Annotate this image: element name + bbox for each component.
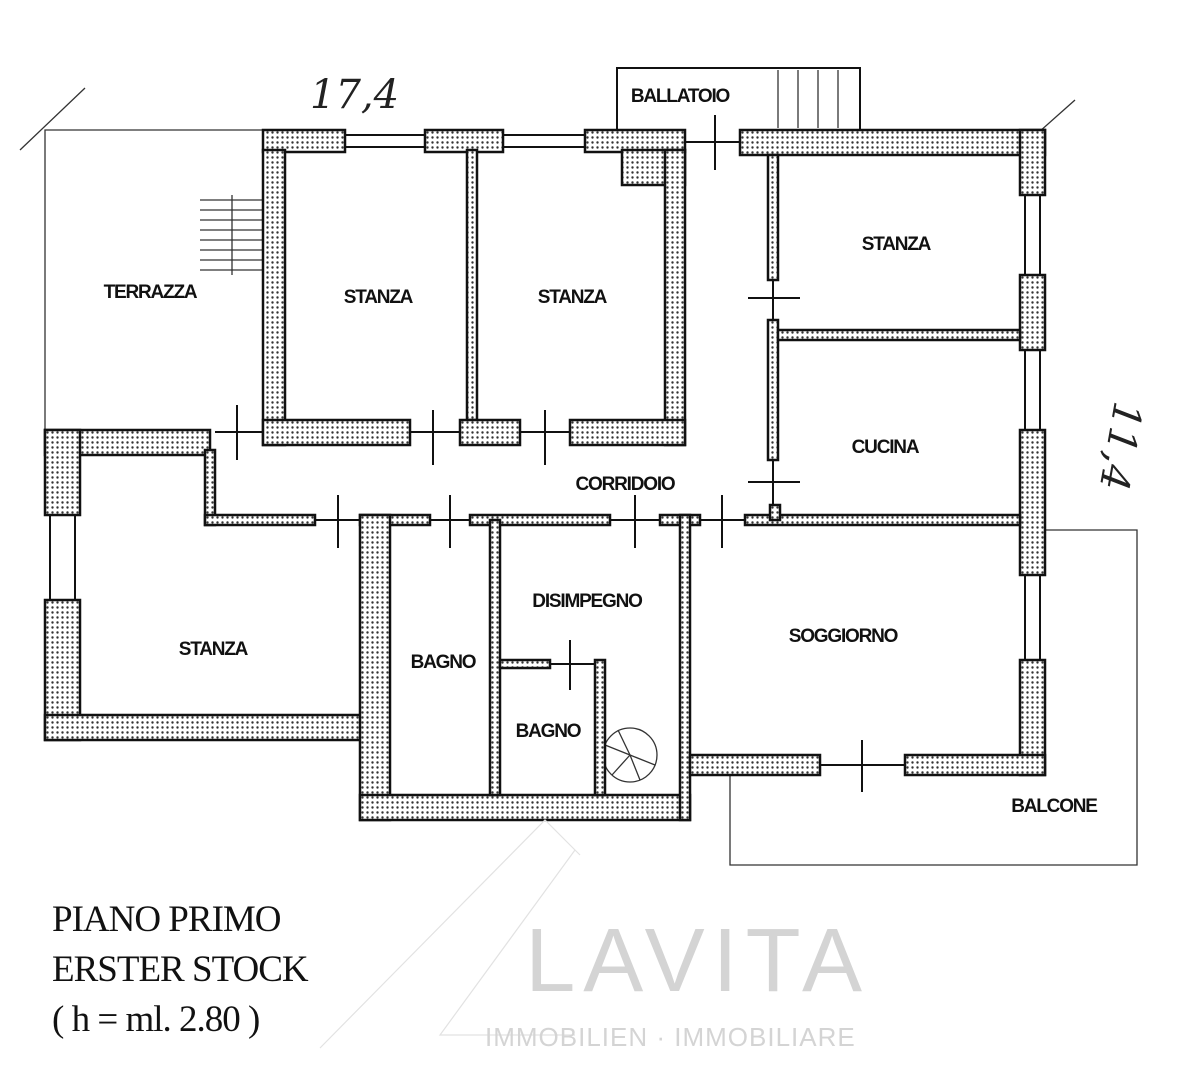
label-cucina: CUCINA [852, 437, 920, 458]
caption-height: ( h = ml. 2.80 ) [52, 999, 260, 1040]
watermark-tagline: IMMOBILIEN · IMMOBILIARE [485, 1022, 856, 1052]
label-soggiorno: SOGGIORNO [789, 626, 898, 647]
label-corridoio: CORRIDOIO [576, 474, 675, 495]
dimension-right: 11,4 [1090, 398, 1151, 494]
label-stanza-3: STANZA [862, 234, 932, 255]
label-stanza-4: STANZA [179, 639, 249, 660]
dimension-top: 17,4 [310, 72, 399, 118]
caption-floor-it: PIANO PRIMO [52, 899, 282, 940]
label-stanza-2: STANZA [538, 287, 608, 308]
label-bagno-2: BAGNO [516, 721, 581, 742]
label-bagno-1: BAGNO [411, 652, 476, 673]
windows-doors [49, 115, 1041, 792]
label-balcone: BALCONE [1011, 796, 1097, 817]
label-ballatoio: BALLATOIO [631, 86, 730, 107]
watermark-brand: LAVITA [525, 911, 870, 1011]
stairs-icon [200, 70, 839, 783]
outlines [19, 67, 1138, 866]
label-stanza-1: STANZA [344, 287, 414, 308]
walls [43, 128, 1047, 822]
label-terrazza: TERRAZZA [104, 282, 198, 303]
label-disimpegno: DISIMPEGNO [532, 591, 642, 612]
caption-floor-de: ERSTER STOCK [52, 949, 309, 990]
